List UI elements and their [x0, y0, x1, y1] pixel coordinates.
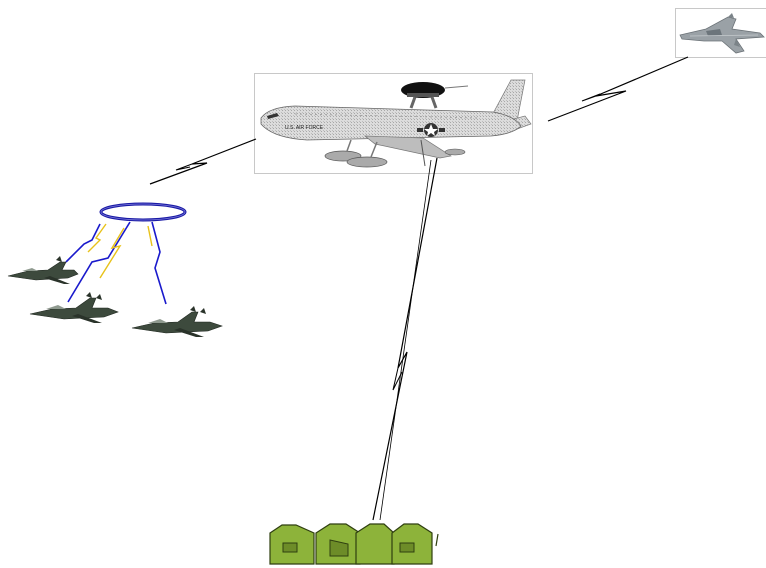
lightning-bolt-icon [175, 163, 193, 171]
lightning-bolt-icon [99, 227, 125, 279]
fighter-jet-icon [29, 292, 119, 323]
lightning-bolt-icon [151, 221, 167, 305]
awacs-to-fighters-link [149, 138, 257, 185]
lightning-bolt-icon [581, 93, 601, 102]
field-tents-icon [269, 523, 439, 565]
lightning-bolt-icon [65, 223, 101, 263]
lightning-bolt-icon [392, 367, 403, 391]
awacs-photo: U.S. AIR FORCE [254, 73, 533, 174]
fighter-jet-icon [131, 306, 223, 337]
datalink-bolts [65, 221, 167, 305]
awacs-to-stealth-link [547, 56, 689, 122]
lightning-bolt-icon [147, 225, 153, 247]
lightning-bolt-icon [67, 221, 131, 303]
lightning-bolt-icon [87, 223, 107, 253]
fuselage-marking: U.S. AIR FORCE [285, 125, 324, 131]
stealth-fighter-icon [679, 13, 765, 54]
fighter-jet-icon [7, 256, 79, 284]
stealth-fighter-photo [675, 8, 766, 58]
awacs-to-ground-link [372, 157, 438, 521]
datalink-bolts-yellow [87, 223, 153, 279]
awacs-aircraft-icon: U.S. AIR FORCE [260, 79, 532, 168]
